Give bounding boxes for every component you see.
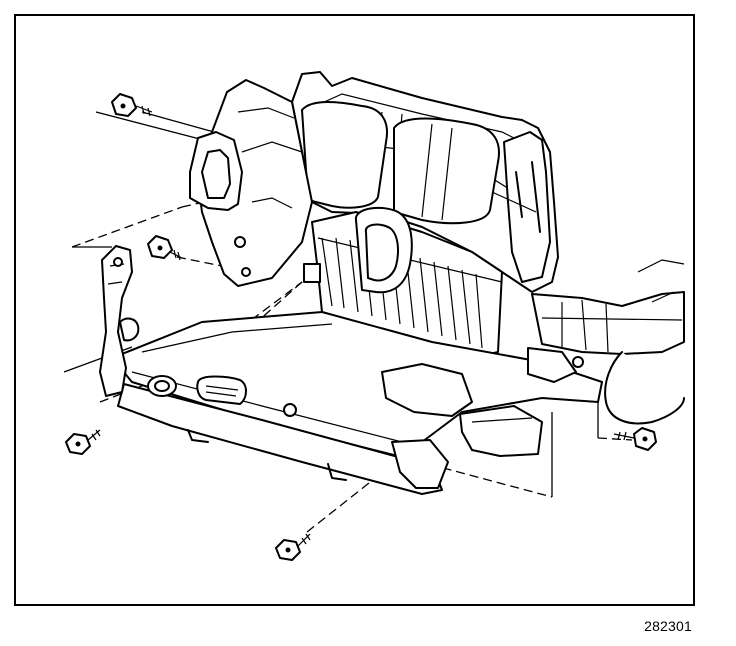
right-linkage: [527, 259, 685, 425]
bolt-lower-left: [65, 429, 101, 455]
hvac-assembly-illustration: [63, 71, 685, 561]
left-mounting-bracket: [99, 245, 140, 397]
figure-number: 282301: [644, 618, 692, 634]
bolt-mid-left: [147, 235, 183, 261]
bolt-lower-center: [275, 533, 311, 561]
bolt-upper-left: [111, 93, 153, 117]
lower-tray: [111, 311, 603, 495]
bolt-right: [613, 427, 657, 451]
left-duct-bracket: [189, 79, 313, 287]
upper-duct-housing: [291, 71, 559, 293]
diagram-frame: [14, 14, 695, 606]
